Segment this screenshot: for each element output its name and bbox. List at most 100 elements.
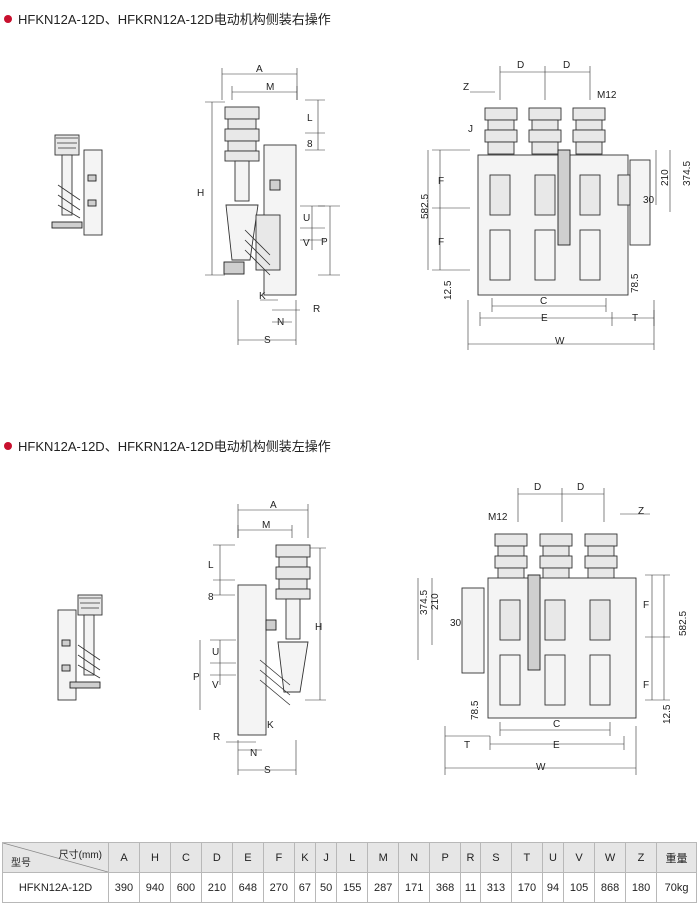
table-header-cell: Z xyxy=(625,842,658,873)
table-header-cell: T xyxy=(510,842,543,873)
dim-30: 30 xyxy=(643,195,655,206)
table-cell: 94 xyxy=(541,872,565,903)
dim-D1: D xyxy=(517,60,524,71)
dim-J: J xyxy=(468,124,473,135)
dim-T-left: T xyxy=(464,740,470,751)
dim-K-left: K xyxy=(267,720,274,731)
dim-V: V xyxy=(303,238,310,249)
table-header-cell: M xyxy=(367,842,400,873)
table-header-cell: 重量 xyxy=(656,842,697,873)
dim-D1-left: D xyxy=(534,482,541,493)
dim-C-left: C xyxy=(553,719,560,730)
dim-Z: Z xyxy=(463,82,469,93)
label-M12-left: M12 xyxy=(488,512,508,523)
corner-label-dimension: 尺寸(mm) xyxy=(58,850,102,861)
bullet-icon xyxy=(4,14,12,23)
table-cell: 180 xyxy=(625,872,658,903)
table-header-cell: W xyxy=(594,842,627,873)
dim-H: H xyxy=(197,188,204,199)
section-title-right-text: HFKN12A-12D、HFKRN12A-12D电动机构侧装右操作 xyxy=(18,12,331,27)
table-cell: 648 xyxy=(231,872,264,903)
side-view-right: A M L 8 H U V P K N R xyxy=(197,64,340,346)
dim-30-left: 30 xyxy=(450,618,462,629)
dim-W-left: W xyxy=(536,762,546,773)
table-header-cell: D xyxy=(200,842,233,873)
dim-M-left: M xyxy=(262,520,270,531)
dim-D2: D xyxy=(563,60,570,71)
table-corner-cell: 尺寸(mm) 型号 xyxy=(2,842,109,873)
table-cell: 287 xyxy=(367,872,400,903)
dim-Z-left: Z xyxy=(638,506,644,517)
table-cell: 67 xyxy=(293,872,317,903)
dim-8-left: 8 xyxy=(208,592,214,603)
dim-N-left: N xyxy=(250,748,257,759)
table-model-cell: HFKN12A-12D xyxy=(2,872,109,903)
table-cell: 868 xyxy=(594,872,627,903)
table-header-cell: E xyxy=(231,842,264,873)
corner-label-model: 型号 xyxy=(11,858,31,869)
section-title-left: HFKN12A-12D、HFKRN12A-12D电动机构侧装左操作 xyxy=(4,436,331,455)
table-header-cell: J xyxy=(315,842,338,873)
dim-12-5: 12.5 xyxy=(443,280,454,300)
dim-L: L xyxy=(307,113,313,124)
table-header-cell: K xyxy=(293,842,317,873)
dim-P-left: P xyxy=(193,672,200,683)
table-header-cell: F xyxy=(262,842,295,873)
side-view-left: A M L 8 H U P V K R N S xyxy=(193,500,326,776)
dim-W: W xyxy=(555,336,565,347)
dim-12-5-left: 12.5 xyxy=(662,704,673,724)
diagram-left-operation: A M L 8 H U P V K R N S xyxy=(57,482,689,776)
dim-582-5: 582.5 xyxy=(420,194,431,219)
table-cell: 11 xyxy=(460,872,481,903)
table-cell: 313 xyxy=(479,872,512,903)
table-header-cell: S xyxy=(479,842,512,873)
dim-A-left: A xyxy=(270,500,277,511)
dim-L-left: L xyxy=(208,560,214,571)
table-header-cell: U xyxy=(541,842,565,873)
dim-F2-left: F xyxy=(643,680,649,691)
table-cell: 270 xyxy=(262,872,295,903)
thumbnail-left xyxy=(57,594,103,701)
dim-374-5: 374.5 xyxy=(682,161,693,186)
table-cell: 50 xyxy=(315,872,338,903)
table-header-cell: N xyxy=(398,842,431,873)
dim-P: P xyxy=(321,237,328,248)
table-header-cell: V xyxy=(563,842,596,873)
table-cell: 171 xyxy=(398,872,431,903)
dim-T: T xyxy=(632,313,638,324)
table-header-row: 尺寸(mm) 型号 A H C D E F K J L M N P R S T … xyxy=(2,842,697,873)
section-title-left-text: HFKN12A-12D、HFKRN12A-12D电动机构侧装左操作 xyxy=(18,439,331,454)
dim-F1-left: F xyxy=(643,600,649,611)
dim-H-left: H xyxy=(315,622,322,633)
dim-210: 210 xyxy=(660,169,671,186)
thumbnail-right xyxy=(51,134,103,236)
table-cell: 390 xyxy=(108,872,140,903)
diagram-right-operation: A M L 8 H U V P K N R xyxy=(51,60,693,350)
table-header-cell: H xyxy=(138,842,171,873)
table-header-cell: L xyxy=(336,842,369,873)
dim-210-left: 210 xyxy=(430,593,441,610)
dim-N: N xyxy=(277,317,284,328)
dim-C: C xyxy=(540,296,547,307)
dim-U-left: U xyxy=(212,647,219,658)
dim-S: S xyxy=(264,335,271,346)
dim-K: K xyxy=(259,291,266,302)
dim-8: 8 xyxy=(307,139,313,150)
table-header-cell: P xyxy=(429,842,462,873)
dim-78-5-left: 78.5 xyxy=(470,700,481,720)
table-cell: 940 xyxy=(138,872,171,903)
table-cell: 70kg xyxy=(656,872,697,903)
table-cell: 210 xyxy=(200,872,233,903)
dim-E-left: E xyxy=(553,740,560,751)
dim-A: A xyxy=(256,64,263,75)
bullet-icon xyxy=(4,441,12,450)
dim-R: R xyxy=(313,304,320,315)
dim-R-left: R xyxy=(213,732,220,743)
spec-table: 尺寸(mm) 型号 A H C D E F K J L M N P R S T … xyxy=(2,842,697,903)
table-header-cell: C xyxy=(169,842,202,873)
dim-S-left: S xyxy=(264,765,271,776)
table-cell: 368 xyxy=(429,872,462,903)
dim-D2-left: D xyxy=(577,482,584,493)
section-title-right: HFKN12A-12D、HFKRN12A-12D电动机构侧装右操作 xyxy=(4,9,331,28)
dim-374-5-left: 374.5 xyxy=(419,590,430,615)
